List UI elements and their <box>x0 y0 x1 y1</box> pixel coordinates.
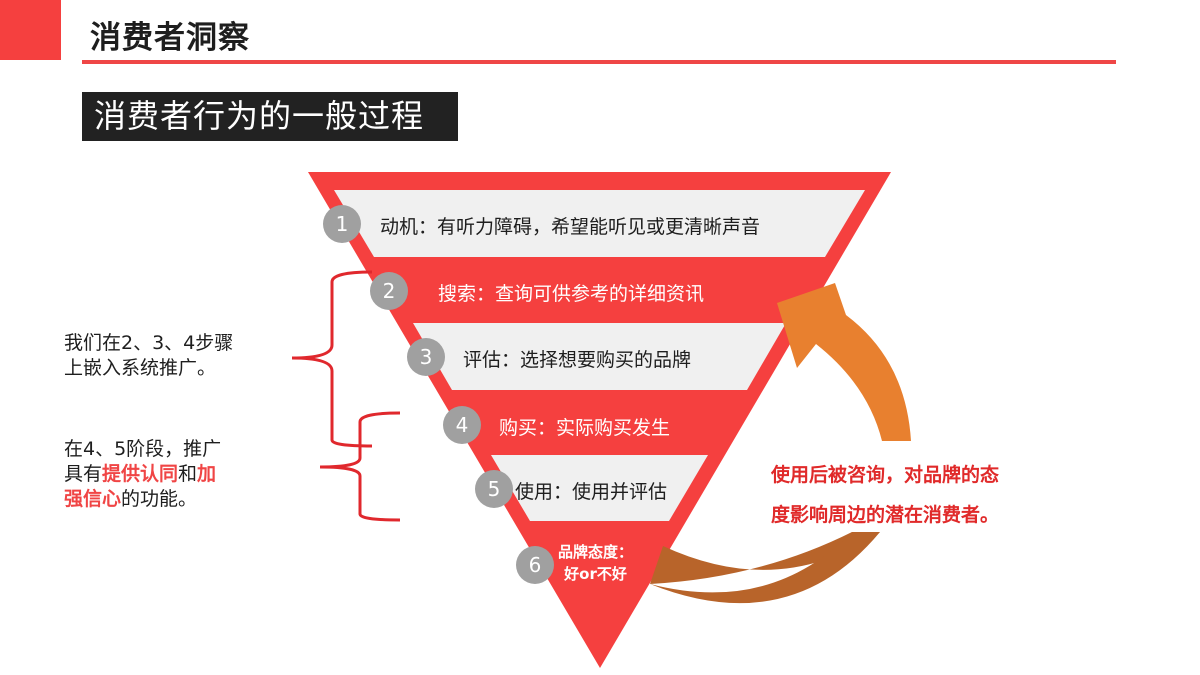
note-promotion-steps: 我们在2、3、4步骤 上嵌入系统推广。 <box>64 331 233 381</box>
step-label-2: 搜索：查询可供参考的详细资讯 <box>438 283 705 305</box>
funnel-band-1 <box>334 190 865 257</box>
loop-annotation-line1: 使用后被咨询，对品牌的态 <box>771 464 1000 486</box>
funnel-band-3 <box>413 323 786 390</box>
step-label-1: 动机：有听力障碍，希望能听见或更清晰声音 <box>380 216 761 238</box>
step-number-3: 3 <box>407 338 445 376</box>
step-label-3: 评估：选择想要购买的品牌 <box>463 349 692 371</box>
note-promotion-line2: 上嵌入系统推广。 <box>64 357 217 379</box>
step-number-6: 6 <box>516 546 554 584</box>
note-text: 和 <box>178 463 198 485</box>
step-label-6-line1: 品牌态度： <box>558 543 634 561</box>
corner-accent-block <box>0 0 61 60</box>
note-text: 的功能。 <box>121 488 198 510</box>
loop-arrow-upper-arc <box>777 283 911 441</box>
note-stage-line3: 强信心的功能。 <box>64 487 221 512</box>
note-promotion-line1: 我们在2、3、4步骤 <box>64 332 234 354</box>
step-label-6: 品牌态度： 好or不好 <box>558 541 633 585</box>
bracket-steps-4-5 <box>319 411 401 522</box>
bracket-steps-2-4 <box>291 270 373 448</box>
step-label-4: 购买：实际购买发生 <box>499 417 671 439</box>
loop-arrow-lower-arc <box>650 532 880 584</box>
title-divider <box>82 60 1116 64</box>
step-number-5: 5 <box>475 470 513 508</box>
loop-annotation-line2: 度影响周边的潜在消费者。 <box>771 504 1000 526</box>
highlight-provide-recognition: 提供认同 <box>102 463 179 485</box>
highlight-strengthen-confidence-end: 强信心 <box>64 488 122 510</box>
funnel-triangle <box>308 172 891 668</box>
page-title: 消费者洞察 <box>90 20 250 56</box>
step-label-6-line2: 好or不好 <box>564 565 627 583</box>
section-subtitle: 消费者行为的一般过程 <box>82 92 458 141</box>
step-label-5: 使用：使用并评估 <box>515 481 668 503</box>
note-stage-line1: 在4、5阶段，推广 <box>64 438 222 460</box>
funnel-band-5 <box>491 455 708 521</box>
note-text: 具有 <box>64 463 103 485</box>
step-number-4: 4 <box>443 406 481 444</box>
step-number-2: 2 <box>370 272 408 310</box>
loop-annotation: 使用后被咨询，对品牌的态 度影响周边的潜在消费者。 <box>771 455 1061 535</box>
highlight-strengthen-confidence-start: 加 <box>197 463 217 485</box>
note-stage-line2: 具有提供认同和加 <box>64 462 221 487</box>
step-number-1: 1 <box>323 205 361 243</box>
note-stage-4-5: 在4、5阶段，推广 具有提供认同和加 强信心的功能。 <box>64 437 221 512</box>
